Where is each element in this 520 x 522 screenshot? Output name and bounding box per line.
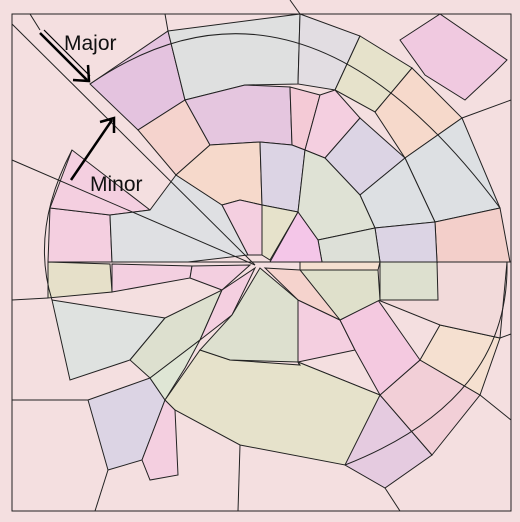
region	[379, 261, 439, 301]
outer-ring-road	[344, 261, 508, 466]
boundary-road	[289, 0, 301, 15]
boundary-road	[499, 333, 512, 339]
middle-ring	[109, 84, 439, 466]
region	[47, 261, 113, 299]
outer-ring-road	[44, 149, 73, 301]
region	[399, 13, 508, 101]
major-arrow-head	[72, 64, 91, 83]
major-arrow-shaft	[43, 29, 91, 77]
minor-arrow-shaft	[69, 119, 114, 181]
boundary-road	[11, 297, 49, 301]
inner-ring	[175, 141, 381, 363]
region	[259, 141, 306, 213]
boundary-road	[384, 487, 401, 512]
major-arrow-shaft	[39, 32, 88, 81]
region	[47, 207, 113, 263]
outer-boundary	[11, 13, 512, 512]
major-annotation: Major	[39, 29, 117, 83]
boundary-road	[479, 394, 512, 421]
region	[299, 261, 381, 271]
minor-arrow-head	[99, 116, 116, 133]
boundary-road	[461, 99, 512, 119]
major-label: Major	[64, 32, 117, 55]
boundary-road	[94, 469, 109, 512]
region	[167, 13, 301, 101]
minor-annotation: Minor	[69, 116, 143, 196]
minor-label: Minor	[90, 173, 143, 196]
radial-road	[11, 159, 256, 266]
boundary-road	[164, 13, 169, 32]
region	[149, 339, 201, 401]
region	[263, 267, 341, 321]
outer-ring-road	[89, 33, 501, 209]
road-edges	[11, 0, 512, 512]
region	[374, 221, 438, 263]
region	[199, 267, 299, 363]
radial-road	[11, 23, 256, 266]
region	[261, 204, 299, 261]
region	[141, 399, 179, 481]
boundary-road	[29, 13, 41, 31]
boundary-road	[237, 444, 241, 512]
